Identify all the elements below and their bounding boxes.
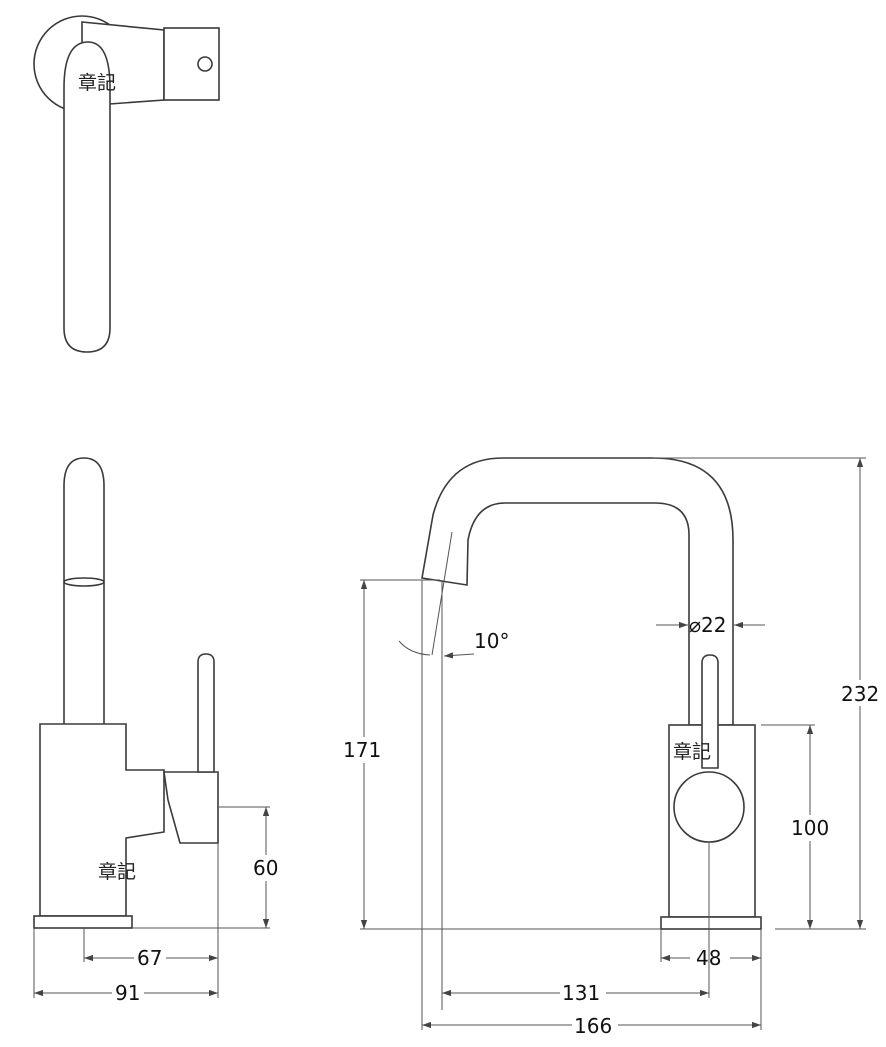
top-view-handle-hole bbox=[197, 56, 213, 72]
dim-171 bbox=[360, 579, 661, 930]
dim-label-131: 131 bbox=[562, 981, 600, 1005]
side-view-aerator bbox=[63, 577, 105, 587]
dim-label-67: 67 bbox=[137, 946, 162, 970]
watermark-front-view: 章記 bbox=[673, 741, 711, 763]
watermark-top-view: 章記 bbox=[78, 72, 116, 94]
side-view-body bbox=[39, 723, 165, 917]
side-view-lever bbox=[197, 653, 215, 773]
dim-label-91: 91 bbox=[115, 981, 140, 1005]
dim-label-10-degree: 10° bbox=[474, 629, 509, 653]
dim-label-48: 48 bbox=[696, 946, 721, 970]
side-view-lever-body bbox=[163, 771, 219, 844]
dim-48 bbox=[660, 929, 761, 962]
dim-label-22: ⌀22 bbox=[689, 613, 727, 637]
dim-label-171: 171 bbox=[343, 738, 381, 762]
front-view-lever bbox=[701, 654, 719, 769]
side-view bbox=[33, 457, 219, 929]
watermark-side-view: 章記 bbox=[98, 861, 136, 883]
front-view-spout bbox=[421, 457, 734, 726]
side-view-base-plate bbox=[33, 915, 133, 929]
top-view bbox=[33, 15, 220, 353]
front-view-handle-disc bbox=[673, 771, 745, 843]
dim-label-232: 232 bbox=[841, 682, 879, 706]
top-view-handle-knob bbox=[163, 27, 220, 101]
dim-10-degree bbox=[398, 531, 475, 1010]
side-view-spout bbox=[63, 457, 105, 726]
front-view-base-plate bbox=[660, 916, 762, 930]
top-view-spout bbox=[63, 41, 111, 353]
front-view bbox=[421, 457, 762, 930]
dim-label-166: 166 bbox=[574, 1014, 612, 1038]
dim-label-100: 100 bbox=[791, 816, 829, 840]
dim-label-60: 60 bbox=[253, 856, 278, 880]
